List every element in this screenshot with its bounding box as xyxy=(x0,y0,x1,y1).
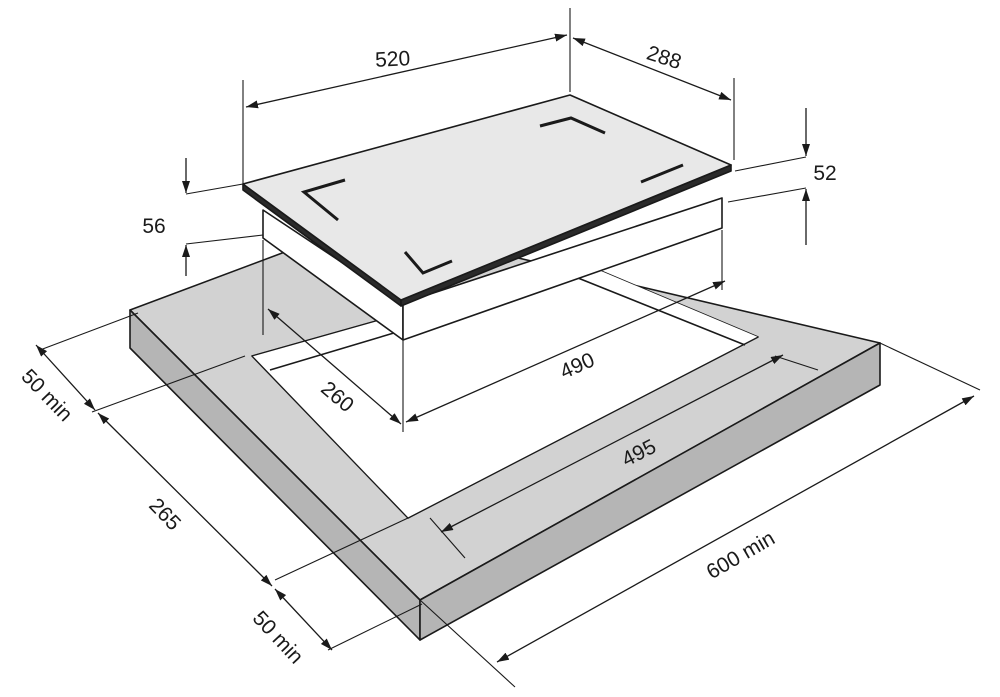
label-front-clearance: 50 min xyxy=(248,607,308,669)
label-hob-depth: 288 xyxy=(644,41,684,74)
zone-mark-right xyxy=(640,163,684,184)
dim-line-body-depth xyxy=(267,308,402,425)
label-cutout-depth: 265 xyxy=(144,494,185,535)
cooking-zone-marks xyxy=(300,116,684,275)
label-hob-body-height: 52 xyxy=(813,162,836,185)
zone-mark-bottom xyxy=(403,251,453,275)
label-worktop-depth: 600 min xyxy=(703,527,779,584)
dim-line-front-clearance xyxy=(274,588,333,651)
hob-glass-top xyxy=(242,94,732,301)
zone-mark-left xyxy=(300,178,346,222)
dim-line-hob-depth xyxy=(572,37,732,101)
label-hob-width: 520 xyxy=(375,47,411,72)
dimension-lines xyxy=(35,33,975,663)
dim-line-hob-width xyxy=(245,33,568,109)
zone-mark-top xyxy=(539,116,606,135)
dim-line-back-clearance xyxy=(35,344,96,411)
label-back-clearance: 50 min xyxy=(17,365,77,426)
dim-line-cutout-depth xyxy=(97,412,273,587)
label-hob-total-height: 56 xyxy=(142,215,165,238)
dim-line-worktop-depth xyxy=(496,395,975,663)
